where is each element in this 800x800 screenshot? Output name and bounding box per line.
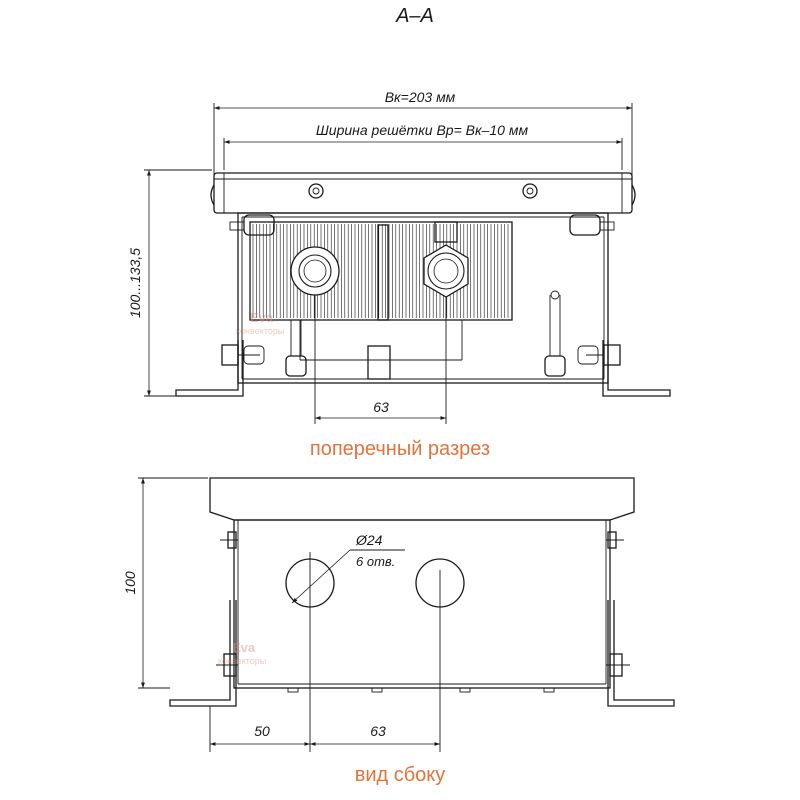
- svg-text:конвекторы: конвекторы: [236, 326, 284, 336]
- svg-text:Eva: Eva: [250, 310, 274, 325]
- edge-offset-label: 50: [254, 723, 270, 739]
- side-foot-right: [607, 600, 675, 707]
- side-height-label: 100: [122, 571, 138, 595]
- svg-text:Eva: Eva: [232, 640, 256, 655]
- support-leg-right: [544, 355, 566, 377]
- side-view-caption: вид сбоку: [354, 764, 446, 786]
- pipe-spacing-label: 63: [373, 399, 389, 415]
- mounting-foot-left: [175, 340, 244, 397]
- grille-width-label: Ширина решётки Вр= Вк–10 мм: [316, 122, 529, 138]
- housing-body: [237, 212, 609, 384]
- watermark: Eva конвекторы: [218, 640, 266, 666]
- cross-section-view: Вк=203 мм Ширина решётки Вр= Вк–10 мм: [127, 89, 671, 424]
- section-title: A–A: [395, 5, 434, 27]
- heat-exchanger: [249, 221, 513, 321]
- side-view: Ø24 6 отв. 100 50 63 Eva конвек: [122, 477, 675, 752]
- bracket-upper-right: [569, 214, 601, 236]
- cross-section-caption: поперечный разрез: [309, 438, 491, 460]
- bracket-upper-left: [243, 214, 275, 236]
- height-dimension-label: 100...133,5: [127, 248, 143, 318]
- grille-bolt-hole: [308, 183, 324, 199]
- grille-bolt-hole: [522, 183, 538, 199]
- hole-diameter-label: Ø24: [355, 532, 383, 548]
- side-pipe-spacing-label: 63: [370, 723, 386, 739]
- side-view-lid: [209, 477, 635, 521]
- side-view-body: [233, 519, 611, 689]
- width-dimension-label: Вк=203 мм: [385, 89, 456, 105]
- side-foot-left: [169, 600, 237, 707]
- mounting-foot-right: [602, 340, 671, 397]
- hole-count-label: 6 отв.: [356, 554, 395, 569]
- svg-text:конвекторы: конвекторы: [218, 656, 266, 666]
- support-leg-left: [285, 355, 307, 377]
- watermark: Eva конвекторы: [236, 310, 284, 336]
